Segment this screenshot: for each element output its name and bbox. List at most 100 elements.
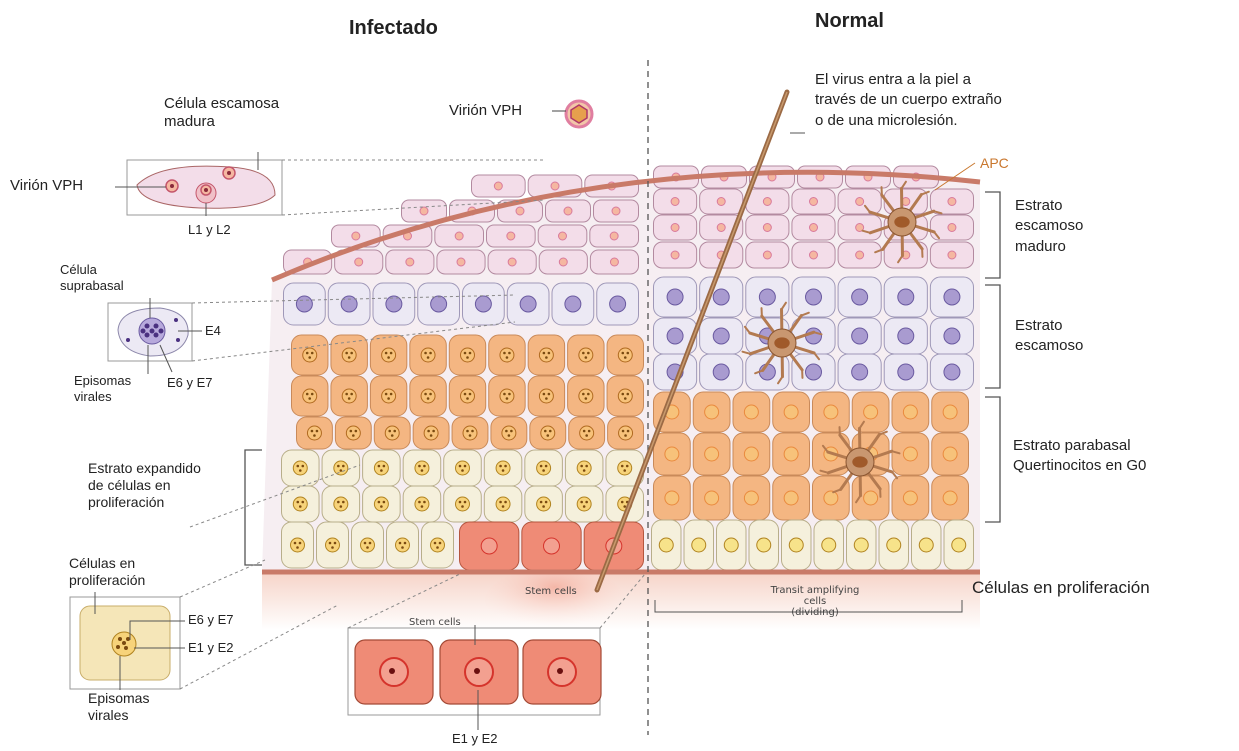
label-e4: E4 <box>205 323 221 339</box>
episome-dot <box>623 469 626 472</box>
parabasal-cell-nucleus <box>382 348 396 362</box>
episome-dot <box>545 501 548 504</box>
squamous-cell-nucleus <box>852 328 868 344</box>
episome-dot <box>548 393 551 396</box>
bracket-squamous <box>985 285 1000 388</box>
episome-dot <box>294 542 297 545</box>
episome-dot <box>585 397 588 400</box>
heading-normal: Normal <box>815 9 884 33</box>
squamous-cell-nucleus <box>386 296 402 312</box>
episome-dot <box>390 352 393 355</box>
episome-dot <box>506 397 509 400</box>
episome-dot <box>621 352 624 355</box>
proliferating-cell-nucleus <box>293 497 307 511</box>
basal-cell-nucleus <box>724 538 738 552</box>
episome-dot <box>622 430 625 433</box>
episome-dot <box>390 393 393 396</box>
mature-cell-nucleus <box>559 232 567 240</box>
basal-cell-nucleus <box>919 538 933 552</box>
episome-dot <box>345 352 348 355</box>
parabasal-cell-nucleus <box>824 405 838 419</box>
episome-dot <box>421 469 424 472</box>
label-l1-l2: L1 y L2 <box>188 222 231 238</box>
parabasal-cell-nucleus <box>539 348 553 362</box>
episome-dot <box>545 356 548 359</box>
squamous-cell-nucleus <box>944 364 960 380</box>
parabasal-cell-nucleus <box>303 348 317 362</box>
squamous-cell-nucleus <box>898 364 914 380</box>
mature-cell-nucleus <box>355 258 363 266</box>
episome-dot <box>337 465 340 468</box>
squamous-cell-nucleus <box>475 296 491 312</box>
mature-cell-nucleus <box>420 207 428 215</box>
episome-dot <box>461 505 464 508</box>
episome-dot <box>424 352 427 355</box>
episome-dot <box>439 542 442 545</box>
episome-dot <box>383 501 386 504</box>
episome-dot <box>543 352 546 355</box>
mature-cell-nucleus <box>948 251 956 259</box>
episome-dot <box>296 546 299 549</box>
parabasal-cell-nucleus <box>744 447 758 461</box>
stem-nucleolus <box>557 668 563 674</box>
episome-dot <box>502 469 505 472</box>
parabasal-cell-nucleus <box>342 348 356 362</box>
episome-dot <box>466 397 469 400</box>
parabasal-cell-nucleus <box>784 491 798 505</box>
squamous-cell-nucleus <box>431 296 447 312</box>
episome-dot <box>506 356 509 359</box>
bracket-parabasal <box>985 397 1000 522</box>
parabasal-cell-nucleus <box>424 426 438 440</box>
episome-dot <box>334 542 337 545</box>
mature-cell-nucleus <box>810 198 818 206</box>
episome-dot <box>503 352 506 355</box>
episome-dot <box>626 352 629 355</box>
episome-dot <box>316 430 319 433</box>
mature-cell-nucleus <box>717 224 725 232</box>
episome-dot <box>504 501 507 504</box>
episome-dot <box>387 356 390 359</box>
label-e1-e2-1: E1 y E2 <box>188 640 234 656</box>
mature-cell-nucleus <box>763 224 771 232</box>
label-virion-top: Virión VPH <box>449 102 522 120</box>
episome-dot <box>546 434 549 437</box>
episome-dot <box>548 352 551 355</box>
episome-dot <box>393 430 396 433</box>
parabasal-cell-nucleus <box>619 426 633 440</box>
episome-dot <box>340 469 343 472</box>
squamous-cell-nucleus <box>667 289 683 305</box>
episome-dot <box>350 352 353 355</box>
episome-dot <box>348 397 351 400</box>
episome-dot <box>401 546 404 549</box>
episome-dot <box>504 465 507 468</box>
episome-dot <box>466 430 469 433</box>
episome-dot <box>424 393 427 396</box>
parabasal-cell-nucleus <box>382 389 396 403</box>
label-e6-e7-2: E6 y E7 <box>188 612 234 628</box>
bracket-mature <box>985 192 1000 278</box>
episome-dot <box>582 352 585 355</box>
proliferating-cell-nucleus <box>291 538 305 552</box>
episome-dot <box>624 356 627 359</box>
squamous-cell-nucleus <box>713 364 729 380</box>
proliferating-cell-nucleus <box>396 538 410 552</box>
mature-cell-nucleus <box>948 224 956 232</box>
episome-dot <box>580 465 583 468</box>
parabasal-cell-nucleus <box>500 389 514 403</box>
episome-dot <box>469 434 472 437</box>
episome-dot <box>369 542 372 545</box>
episome-dot <box>459 501 462 504</box>
episome-dot <box>308 356 311 359</box>
episome-dot <box>311 393 314 396</box>
proliferating-cell-nucleus <box>456 497 470 511</box>
parabasal-cell-nucleus <box>502 426 516 440</box>
squamous-cell-nucleus <box>667 328 683 344</box>
parabasal-cell-nucleus <box>864 405 878 419</box>
episome-dot <box>540 465 543 468</box>
episome-dot <box>436 546 439 549</box>
episome-dot <box>499 501 502 504</box>
parabasal-cell-nucleus <box>784 447 798 461</box>
parabasal-cell-nucleus <box>618 348 632 362</box>
